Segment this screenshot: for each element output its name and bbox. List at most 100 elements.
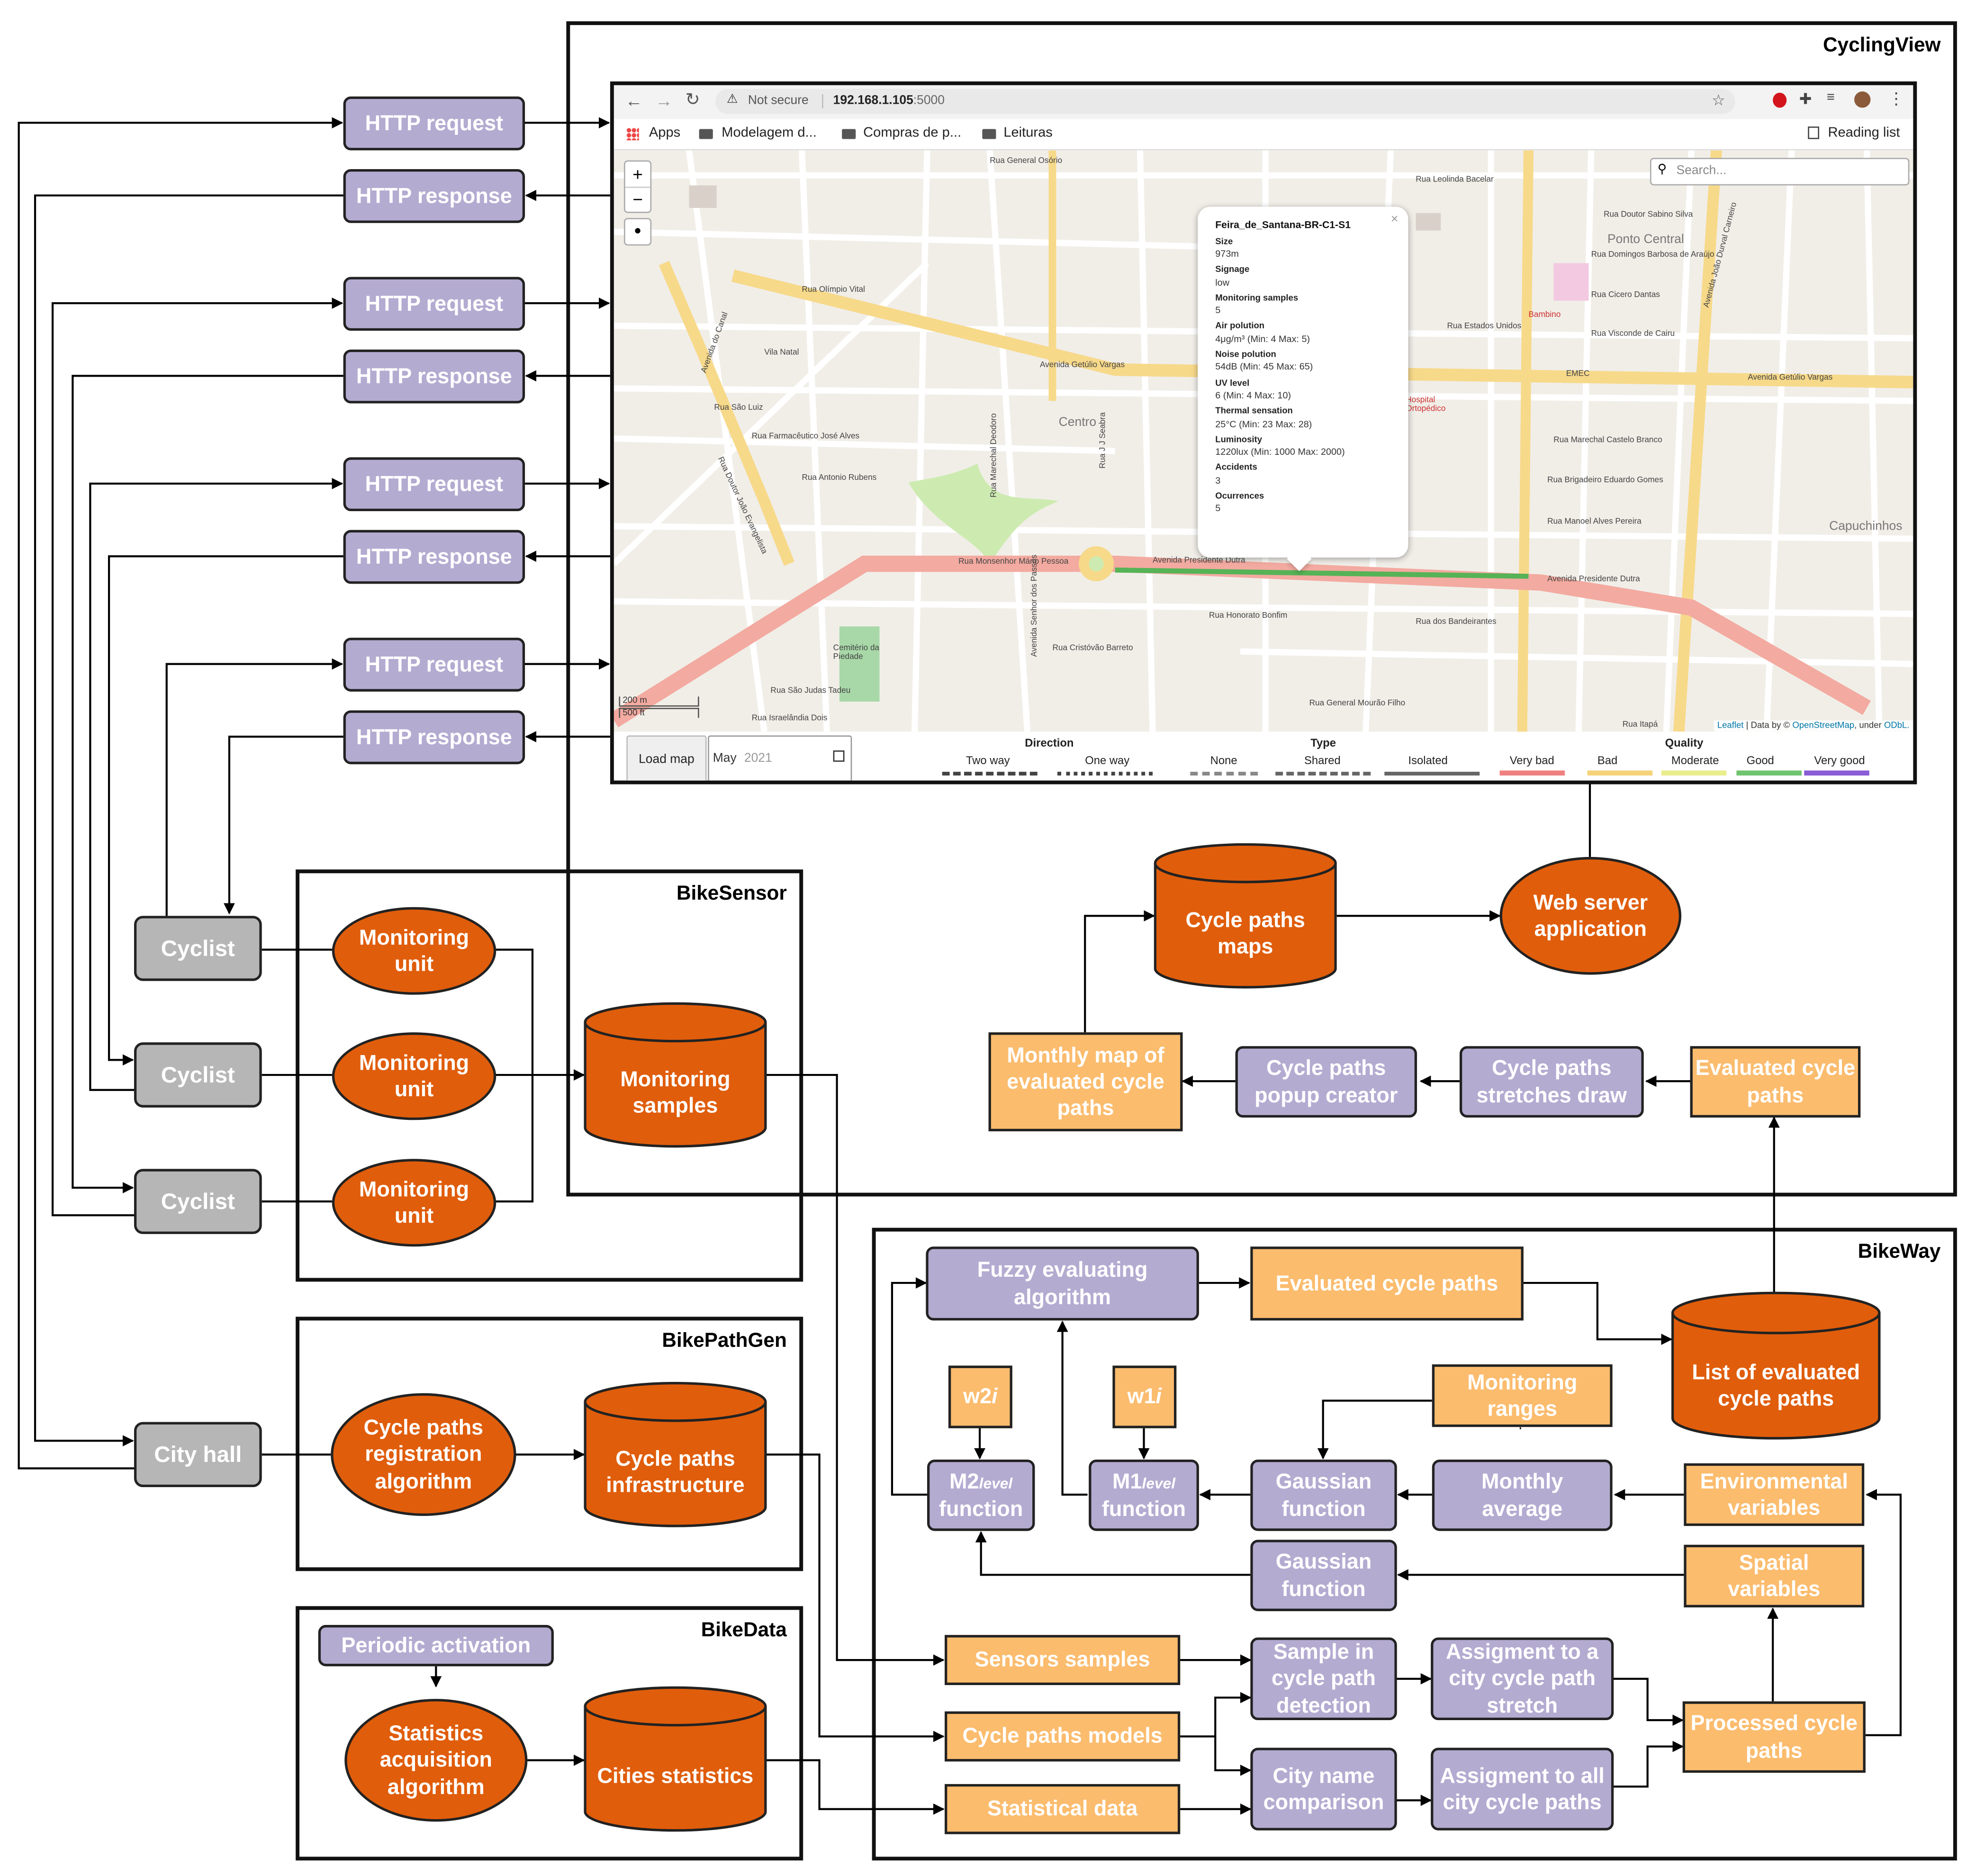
url-port: :5000 xyxy=(913,94,945,108)
map-label: Avenida Presidente Dutra xyxy=(1153,556,1245,565)
load-map-button[interactable]: Load map xyxy=(626,735,707,781)
avatar[interactable] xyxy=(1854,91,1871,108)
quality-good: Good xyxy=(1746,754,1774,767)
bookmark-compras[interactable]: Compras de p... xyxy=(863,125,962,141)
direction-two-way: Two way xyxy=(965,754,1010,767)
map-label: Rua dos Bandeirantes xyxy=(1416,617,1497,627)
popup-field-value: 4μg/m³ (Min: 4 Max: 5) xyxy=(1215,333,1310,345)
quality-swatch xyxy=(1587,770,1653,776)
statistical-data: Statistical data xyxy=(945,1784,1181,1834)
extension-shield-icon[interactable] xyxy=(1773,92,1787,108)
folder-icon xyxy=(982,129,996,139)
popup-field-value: 5 xyxy=(1215,503,1221,514)
map-label: Rua Olímpio Vital xyxy=(802,285,866,295)
http-request-4: HTTP request xyxy=(343,638,525,692)
map-legend: Load map May 2021 Direction Two way One … xyxy=(614,731,1913,781)
quality-moderate: Moderate xyxy=(1671,754,1719,767)
close-icon[interactable]: × xyxy=(1390,213,1399,227)
url-host: 192.168.1.105 xyxy=(833,94,913,108)
map-view[interactable]: Rua Olímpio Vital Avenida Getúlio Vargas… xyxy=(614,150,1913,732)
reading-list[interactable]: Reading list xyxy=(1828,125,1900,141)
search-box[interactable]: ⚲ Search... xyxy=(1650,158,1910,186)
popup-field-key: Noise polution xyxy=(1215,351,1276,360)
cyclist3-response-line xyxy=(72,375,343,1193)
bookmark-leituras[interactable]: Leituras xyxy=(1003,125,1053,141)
apps-icon xyxy=(626,127,639,141)
map-label: EMEC xyxy=(1566,370,1590,379)
map-label: Rua J J Seabra xyxy=(1099,412,1108,469)
http-request-1: HTTP request xyxy=(343,96,525,151)
map-label: Rua Visconde de Cairu xyxy=(1591,329,1675,339)
forward-icon[interactable]: → xyxy=(655,90,673,110)
search-icon: ⚲ xyxy=(1657,162,1667,177)
map-label: Rua São Judas Tadeu xyxy=(770,686,851,695)
http-request-3: HTTP request xyxy=(343,457,525,511)
map-label: Rua Estados Unidos xyxy=(1447,322,1522,331)
map-label: Avenida Getúlio Vargas xyxy=(1748,373,1833,382)
zoom-out-button[interactable]: − xyxy=(632,189,643,209)
locate-button[interactable]: ● xyxy=(624,218,652,246)
popup-field-value: 5 xyxy=(1215,305,1221,316)
cyclist1-request-line xyxy=(165,658,343,916)
type-isolated: Isolated xyxy=(1408,754,1448,767)
evaluated-cycle-paths: Evaluated cycle paths xyxy=(1250,1246,1524,1321)
bookmark-apps[interactable]: Apps xyxy=(649,125,681,141)
menu-icon[interactable]: ⋮ xyxy=(1888,89,1904,108)
weight-w1: w1i xyxy=(1112,1365,1177,1428)
cyclist-3: Cyclist xyxy=(134,1169,262,1234)
http-request-2: HTTP request xyxy=(343,277,525,331)
attribution: Leaflet | Data by © OpenStreetMap, under… xyxy=(1713,720,1913,732)
month-input[interactable]: May 2021 xyxy=(708,735,852,781)
direction-one-way: One way xyxy=(1085,754,1130,767)
map-label: Avenida Getúlio Vargas xyxy=(1040,361,1125,370)
map-label: Avenida Presidente Dutra xyxy=(1547,575,1640,584)
bikedata-title: BikeData xyxy=(701,1620,787,1642)
reading-list-icon xyxy=(1808,126,1819,139)
map-label: Rua São Luiz xyxy=(714,403,763,413)
map-label: Rua General Mourão Filho xyxy=(1309,699,1406,708)
cyclingview-frame: CyclingView xyxy=(566,21,1957,1197)
back-icon[interactable]: ← xyxy=(625,90,643,110)
url-field[interactable]: ⚠ Not secure | 192.168.1.105:5000 ☆ xyxy=(715,89,1735,114)
star-icon[interactable]: ☆ xyxy=(1712,91,1725,109)
zoom-control: + − xyxy=(624,160,652,213)
sensors-samples: Sensors samples xyxy=(945,1635,1181,1685)
scale-bar: 200 m 500 ft xyxy=(619,696,699,718)
puzzle-icon[interactable]: ✚ xyxy=(1799,90,1812,108)
reload-icon[interactable]: ↻ xyxy=(685,89,700,109)
map-label: Rua Israelândia Dois xyxy=(751,714,828,723)
http-response-2: HTTP response xyxy=(343,349,525,404)
playlist-icon[interactable]: ≡ xyxy=(1826,90,1835,106)
popup-field-key: Luminosity xyxy=(1215,435,1263,445)
bookmark-modelagem[interactable]: Modelagem d... xyxy=(722,125,817,141)
bikeway-frame: BikeWay xyxy=(872,1227,1957,1861)
bikesensor-title: BikeSensor xyxy=(676,883,787,905)
zoom-in-button[interactable]: + xyxy=(625,162,650,188)
browser-window: ← → ↻ ⚠ Not secure | 192.168.1.105:5000 … xyxy=(610,81,1917,785)
map-label: Rua Cicero Dantas xyxy=(1591,290,1660,300)
popup-field-key: Signage xyxy=(1215,266,1250,275)
direction-title: Direction xyxy=(1025,737,1074,749)
popup-field-value: 54dB (Min: 45 Max: 65) xyxy=(1215,361,1313,373)
popup-field-key: Size xyxy=(1215,237,1233,247)
popup-field-value: 6 (Min: 4 Max: 10) xyxy=(1215,389,1291,401)
bikepathgen-frame: BikePathGen xyxy=(296,1317,803,1571)
